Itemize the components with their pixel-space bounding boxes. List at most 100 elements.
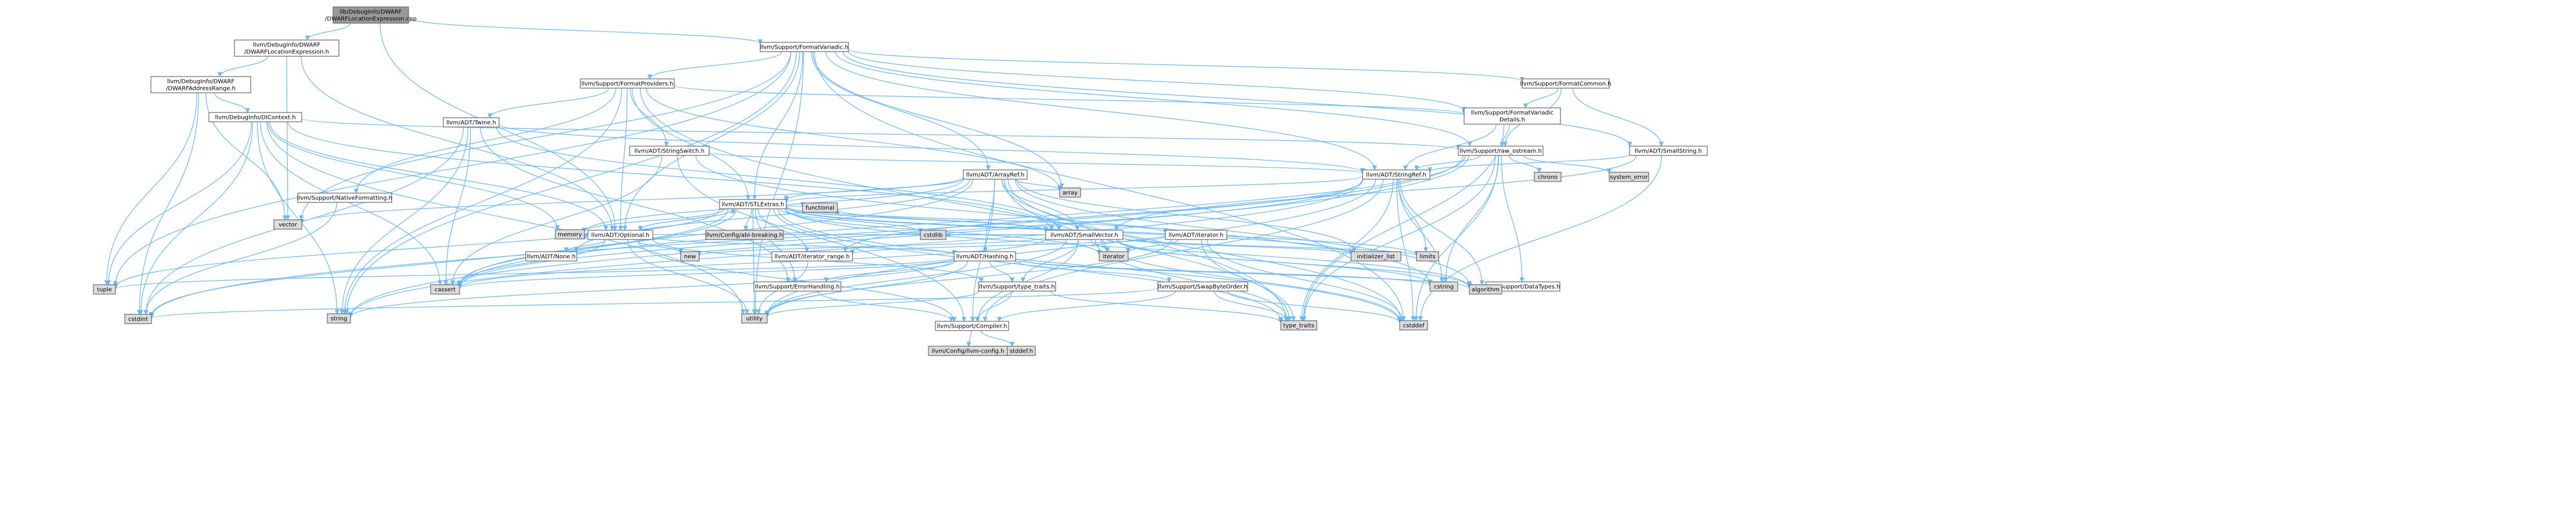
node-s_stddef[interactable]: stddef.h xyxy=(1007,346,1036,356)
node-s_cstdlib[interactable]: cstdlib xyxy=(920,230,946,240)
node-box-s_cassert[interactable] xyxy=(430,284,460,295)
node-s_iterator[interactable]: iterator xyxy=(1099,251,1129,262)
node-s_utility[interactable]: utility xyxy=(741,313,768,324)
node-box-h_dwarflocexpr[interactable] xyxy=(234,39,339,57)
node-box-h_swapbyteorder[interactable] xyxy=(1157,281,1248,292)
node-h_dicontext[interactable]: llvm/DebugInfo/DIContext.h xyxy=(208,112,302,122)
node-box-h_dicontext[interactable] xyxy=(208,112,302,122)
node-box-s_new[interactable] xyxy=(680,251,700,262)
node-box-s_systemerror[interactable] xyxy=(1609,172,1649,182)
node-box-s_limits[interactable] xyxy=(1416,251,1439,262)
node-box-s_algorithm[interactable] xyxy=(1469,284,1502,295)
node-box-s_cstdint[interactable] xyxy=(124,314,152,324)
node-s_typetraits[interactable]: type_traits xyxy=(1280,320,1317,331)
node-box-h_rawostream[interactable] xyxy=(1458,146,1544,156)
node-s_limits[interactable]: limits xyxy=(1416,251,1439,262)
node-box-h_arrayref[interactable] xyxy=(963,169,1028,180)
node-h_stringref[interactable]: llvm/ADT/StringRef.h xyxy=(1362,169,1430,180)
node-box-h_compiler[interactable] xyxy=(935,321,1009,331)
node-box-h_twine[interactable] xyxy=(443,117,500,128)
node-s_cstring[interactable]: cstring xyxy=(1429,281,1458,292)
node-h_dwarflocexpr[interactable]: llvm/DebugInfo/DWARF/DWARFLocationExpres… xyxy=(234,39,339,57)
node-box-h_iterator[interactable] xyxy=(1165,230,1227,240)
node-label-root: lib/DebugInfo/DWARF xyxy=(339,9,402,16)
node-s_string[interactable]: string xyxy=(327,313,351,324)
node-box-s_cstring[interactable] xyxy=(1429,281,1458,292)
node-h_formatproviders[interactable]: llvm/Support/FormatProviders.h xyxy=(580,78,675,89)
node-s_memory[interactable]: memory xyxy=(555,229,585,240)
node-box-s_string[interactable] xyxy=(327,313,351,324)
node-s_chrono[interactable]: chrono xyxy=(1534,172,1562,182)
node-h_rawostream[interactable]: llvm/Support/raw_ostream.h xyxy=(1458,146,1544,156)
node-box-h_smallstring[interactable] xyxy=(1629,146,1708,156)
node-h_typetraits[interactable]: llvm/Support/type_traits.h xyxy=(978,281,1056,292)
node-h_errorhandling[interactable]: llvm/Support/ErrorHandling.h xyxy=(753,281,841,292)
node-s_cassert[interactable]: cassert xyxy=(430,284,460,295)
node-h_formatvariadic[interactable]: llvm/Support/FormatVariadic.h xyxy=(760,42,849,52)
node-box-s_initlist[interactable] xyxy=(1350,251,1401,262)
node-h_abibreaking[interactable]: llvm/Config/abi-breaking.h xyxy=(705,230,784,240)
node-box-h_optional[interactable] xyxy=(587,230,653,240)
node-s_systemerror[interactable]: system_error xyxy=(1609,172,1649,182)
node-h_smallvector[interactable]: llvm/ADT/SmallVector.h xyxy=(1045,230,1123,240)
node-s_algorithm[interactable]: algorithm xyxy=(1469,284,1502,295)
node-box-h_smallvector[interactable] xyxy=(1045,230,1123,240)
node-box-s_cstdlib[interactable] xyxy=(920,230,946,240)
node-box-h_formatcommon[interactable] xyxy=(1522,78,1610,89)
node-box-h_nativeformatting[interactable] xyxy=(297,193,392,203)
node-box-s_vector[interactable] xyxy=(273,219,302,230)
node-box-h_iteratorrange[interactable] xyxy=(771,251,853,262)
node-h_twine[interactable]: llvm/ADT/Twine.h xyxy=(443,117,500,128)
node-h_hashing[interactable]: llvm/ADT/Hashing.h xyxy=(953,251,1016,262)
node-s_tuple[interactable]: tuple xyxy=(93,284,116,295)
node-s_array[interactable]: array xyxy=(1059,187,1081,198)
node-h_arrayref[interactable]: llvm/ADT/ArrayRef.h xyxy=(963,169,1028,180)
node-box-s_utility[interactable] xyxy=(741,313,768,324)
node-box-h_abibreaking[interactable] xyxy=(705,230,784,240)
node-h_formatcommon[interactable]: llvm/Support/FormatCommon.h xyxy=(1520,78,1612,89)
node-s_cstdint[interactable]: cstdint xyxy=(124,314,152,324)
node-box-s_memory[interactable] xyxy=(555,229,585,240)
node-box-s_cstddef[interactable] xyxy=(1399,320,1428,331)
node-h_optional[interactable]: llvm/ADT/Optional.h xyxy=(587,230,653,240)
node-s_vector[interactable]: vector xyxy=(273,219,302,230)
node-box-h_stlextras[interactable] xyxy=(719,199,787,209)
node-s_cstddef[interactable]: cstddef xyxy=(1399,320,1428,331)
node-box-s_typetraits[interactable] xyxy=(1280,320,1317,331)
node-box-h_typetraits[interactable] xyxy=(978,281,1056,292)
node-box-root[interactable] xyxy=(333,6,409,24)
node-h_stringswitch[interactable]: llvm/ADT/StringSwitch.h xyxy=(629,146,710,156)
node-root[interactable]: lib/DebugInfo/DWARF/DWARFLocationExpress… xyxy=(325,6,417,24)
node-box-h_formatproviders[interactable] xyxy=(580,78,675,89)
node-box-h_stringref[interactable] xyxy=(1362,169,1430,180)
node-box-h_hashing[interactable] xyxy=(953,251,1016,262)
node-h_iterator[interactable]: llvm/ADT/iterator.h xyxy=(1165,230,1227,240)
node-box-h_errorhandling[interactable] xyxy=(753,281,841,292)
edge-h_twine-to-s_string xyxy=(339,126,469,314)
node-h_llvmconfig[interactable]: llvm/Config/llvm-config.h xyxy=(928,346,1008,356)
node-h_nativeformatting[interactable]: llvm/Support/NativeFormatting.h xyxy=(297,193,392,203)
node-box-s_stddef[interactable] xyxy=(1007,346,1036,356)
node-h_smallstring[interactable]: llvm/ADT/SmallString.h xyxy=(1629,146,1708,156)
node-box-s_functional[interactable] xyxy=(802,202,838,213)
node-box-s_array[interactable] xyxy=(1059,187,1081,198)
node-h_iteratorrange[interactable]: llvm/ADT/iterator_range.h xyxy=(771,251,853,262)
node-box-h_fvdetails[interactable] xyxy=(1464,107,1561,125)
node-h_swapbyteorder[interactable]: llvm/Support/SwapByteOrder.h xyxy=(1157,281,1248,292)
node-h_none[interactable]: llvm/ADT/None.h xyxy=(525,251,577,262)
node-box-h_none[interactable] xyxy=(525,251,577,262)
node-label-s_cassert: cassert xyxy=(435,287,456,293)
node-h_stlextras[interactable]: llvm/ADT/STLExtras.h xyxy=(719,199,787,209)
node-box-s_iterator[interactable] xyxy=(1099,251,1129,262)
node-s_new[interactable]: new xyxy=(680,251,700,262)
node-box-h_addrrange[interactable] xyxy=(150,76,251,93)
node-s_initlist[interactable]: initializer_list xyxy=(1350,251,1401,262)
node-h_addrrange[interactable]: llvm/DebugInfo/DWARF/DWARFAddressRange.h xyxy=(150,76,251,93)
node-box-h_formatvariadic[interactable] xyxy=(760,42,849,52)
node-box-s_chrono[interactable] xyxy=(1534,172,1562,182)
node-h_compiler[interactable]: llvm/Support/Compiler.h xyxy=(935,321,1009,331)
node-box-h_stringswitch[interactable] xyxy=(629,146,710,156)
node-s_functional[interactable]: functional xyxy=(802,202,838,213)
node-box-s_tuple[interactable] xyxy=(93,284,116,295)
